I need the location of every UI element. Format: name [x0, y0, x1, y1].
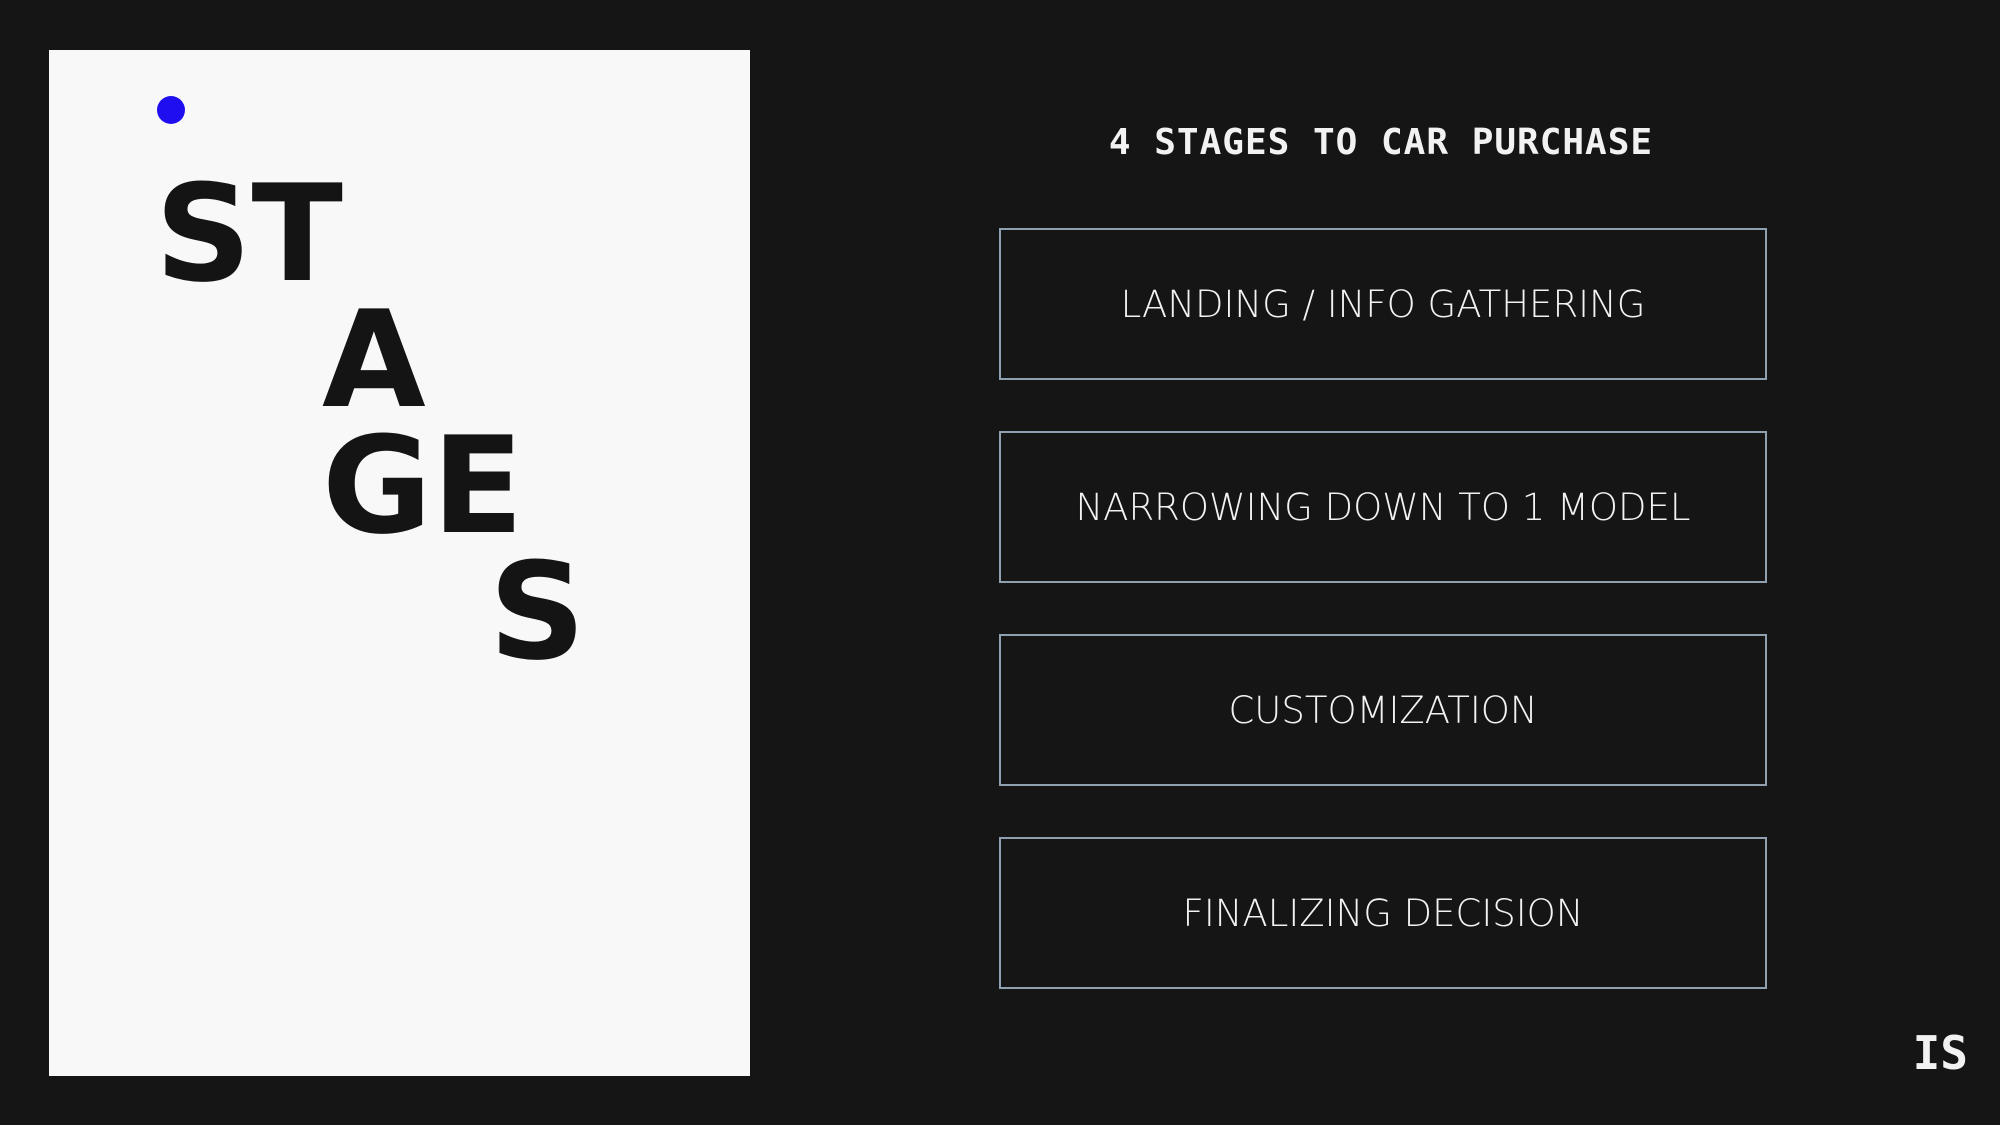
stage-box-1: LANDING / INFO GATHERING [999, 228, 1767, 380]
stages-word-line-3: GE [322, 408, 524, 564]
stages-word-line-1: ST [155, 156, 343, 312]
stage-box-3: CUSTOMIZATION [999, 634, 1767, 786]
stages-list: LANDING / INFO GATHERING NARROWING DOWN … [999, 228, 1767, 1040]
stages-word-line-2: A [322, 282, 426, 438]
accent-dot [157, 96, 185, 124]
title-panel: ST A GE S [49, 50, 750, 1076]
stage-label: FINALIZING DECISION [1182, 891, 1584, 935]
stage-label: CUSTOMIZATION [1228, 688, 1538, 732]
stage-box-4: FINALIZING DECISION [999, 837, 1767, 989]
corner-logo: IS [1912, 1026, 1968, 1080]
stage-box-2: NARROWING DOWN TO 1 MODEL [999, 431, 1767, 583]
slide-heading: 4 STAGES TO CAR PURCHASE [1108, 122, 1654, 163]
stages-word-line-4: S [489, 534, 586, 690]
stage-label: NARROWING DOWN TO 1 MODEL [1075, 485, 1691, 529]
stage-label: LANDING / INFO GATHERING [1120, 282, 1646, 326]
